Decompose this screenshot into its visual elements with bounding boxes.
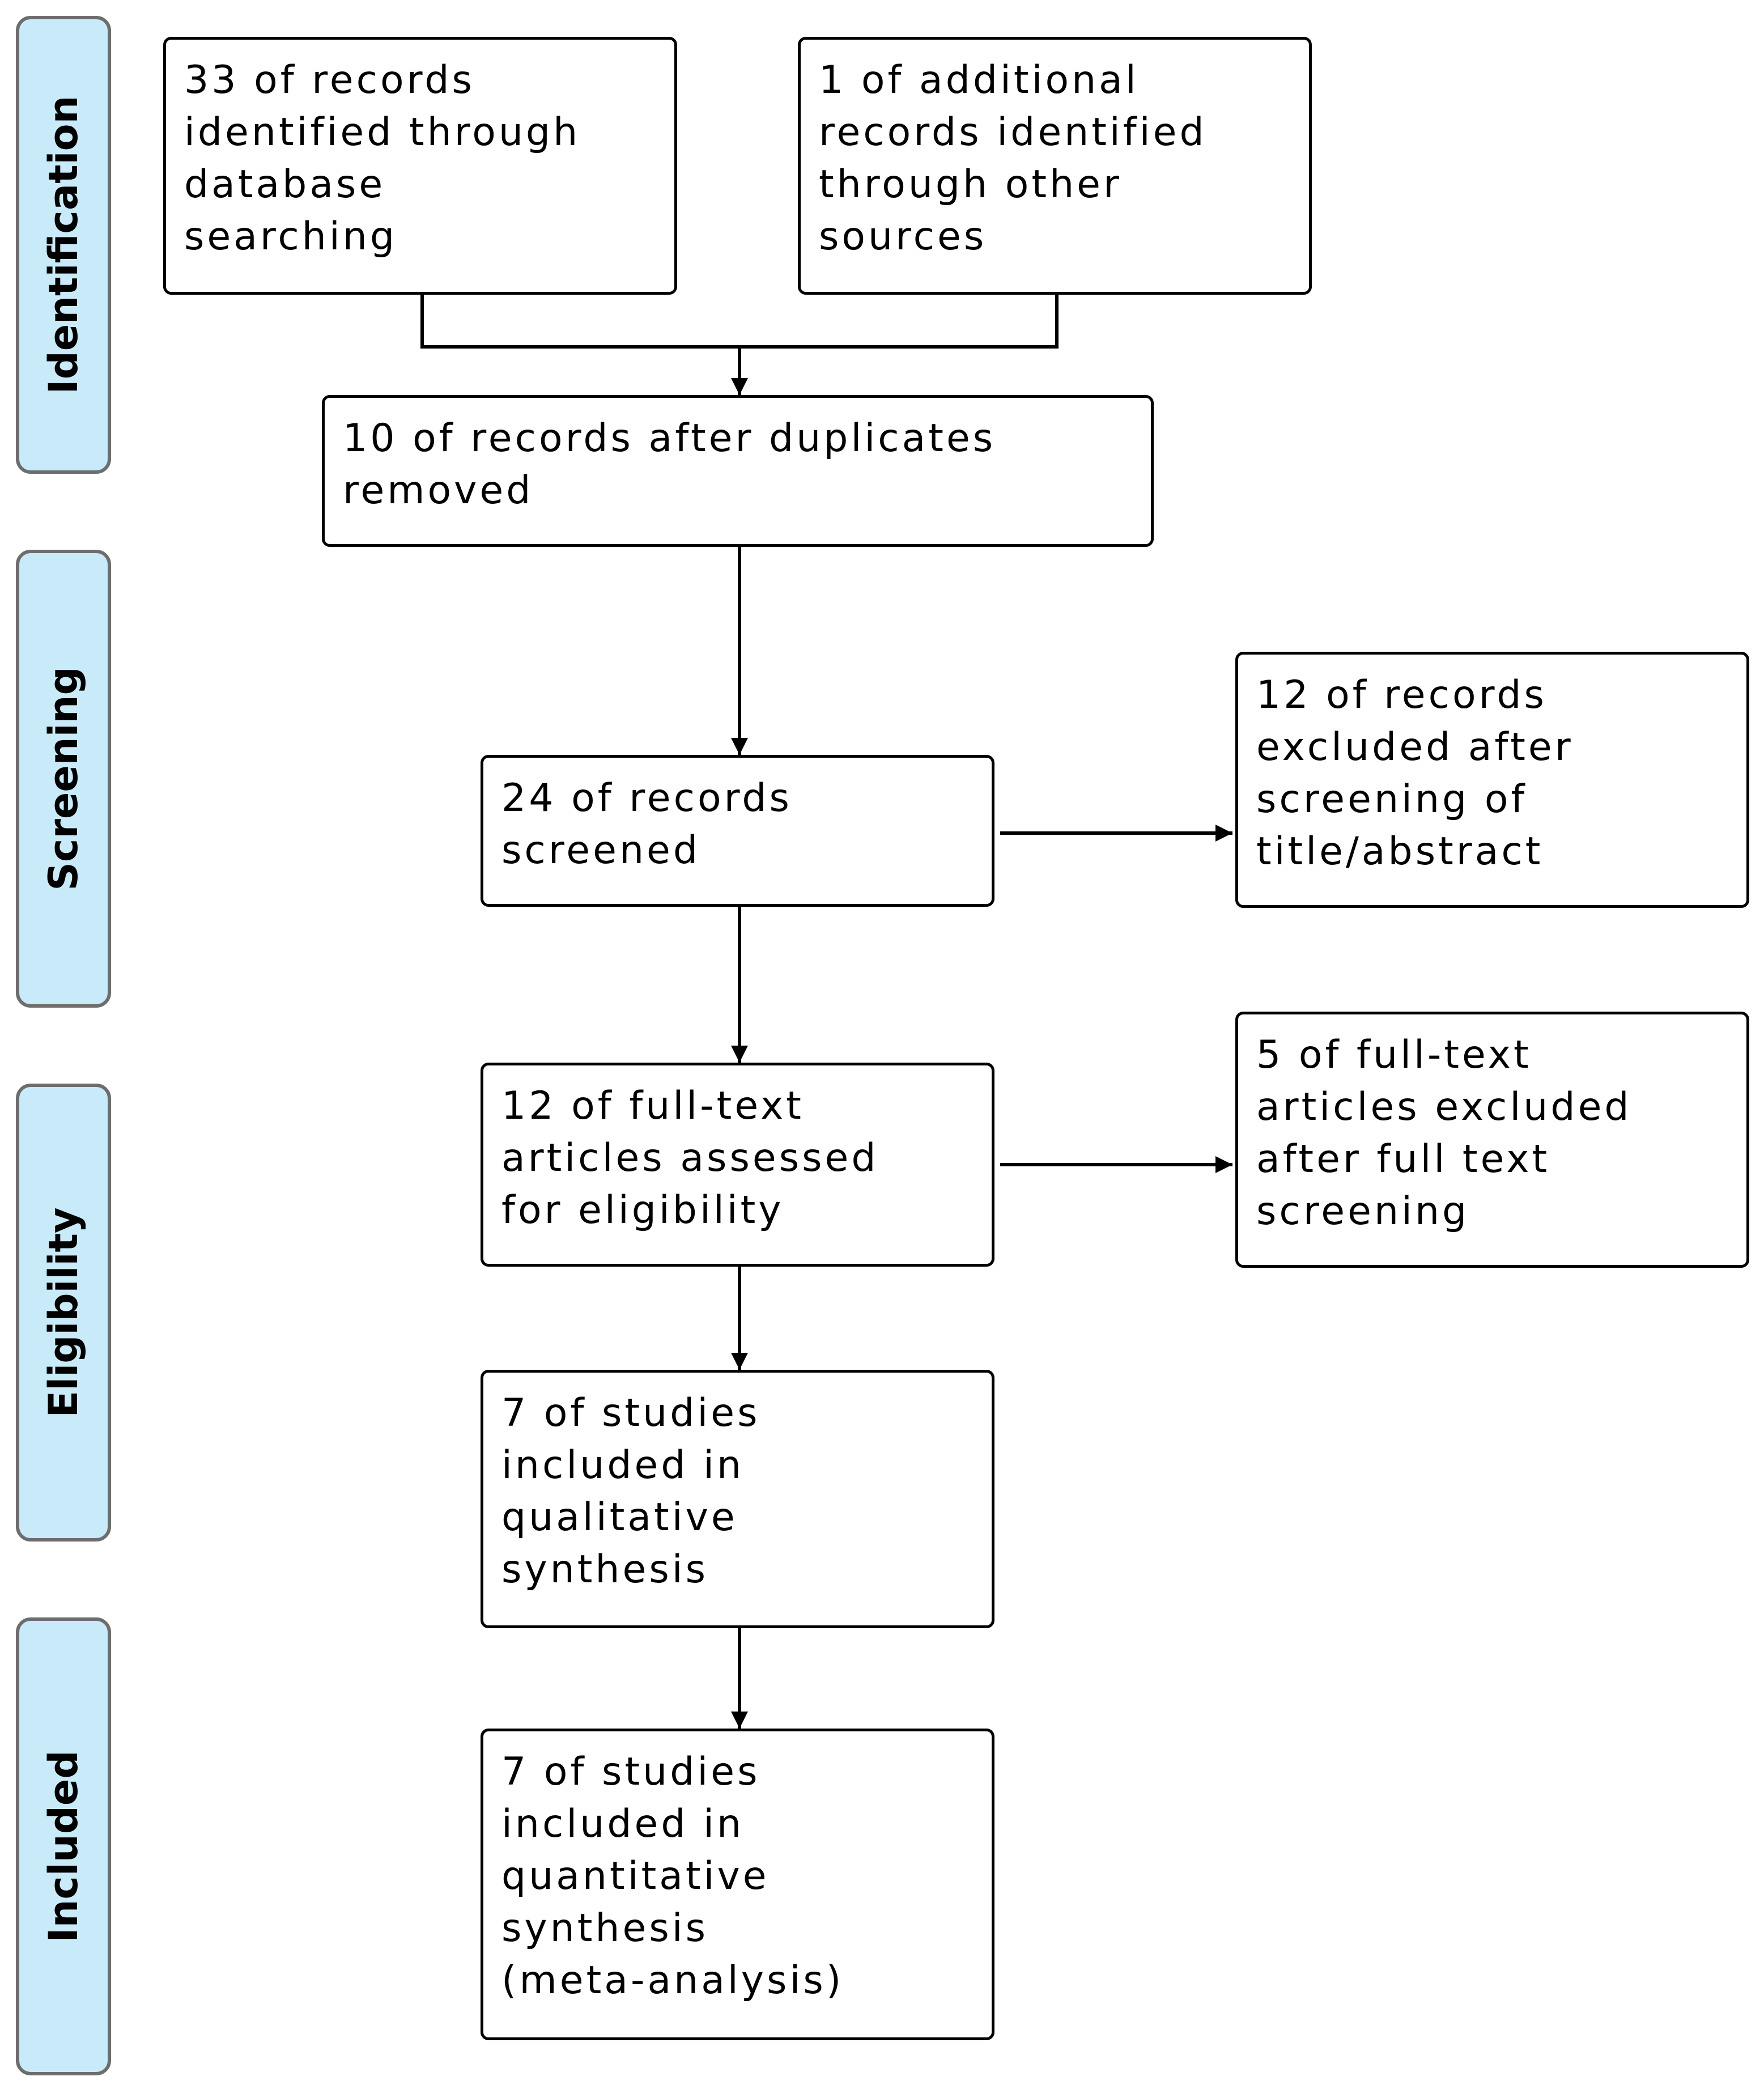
box-excluded-screening: 12 of records excluded after screening o… (1235, 652, 1749, 908)
phase-eligibility: Eligibility (16, 1084, 111, 1542)
phase-included: Included (16, 1617, 111, 2075)
box-after-duplicates: 10 of records after duplicates removed (322, 395, 1154, 547)
box-screened: 24 of records screened (481, 755, 994, 907)
box-quantitative-synthesis: 7 of studies included in quantitative sy… (481, 1729, 994, 2040)
phase-identification: Identification (16, 16, 111, 474)
box-full-text-assessed: 12 of full-text articles assessed for el… (481, 1063, 994, 1267)
phase-screening: Screening (16, 550, 111, 1008)
connector-identification-merge (420, 295, 1059, 349)
box-other-records: 1 of additional records identified throu… (798, 37, 1312, 295)
box-database-records: 33 of records identified through databas… (163, 37, 677, 295)
box-qualitative-synthesis: 7 of studies included in qualitative syn… (481, 1370, 994, 1628)
box-full-text-excluded: 5 of full-text articles excluded after f… (1235, 1012, 1749, 1268)
